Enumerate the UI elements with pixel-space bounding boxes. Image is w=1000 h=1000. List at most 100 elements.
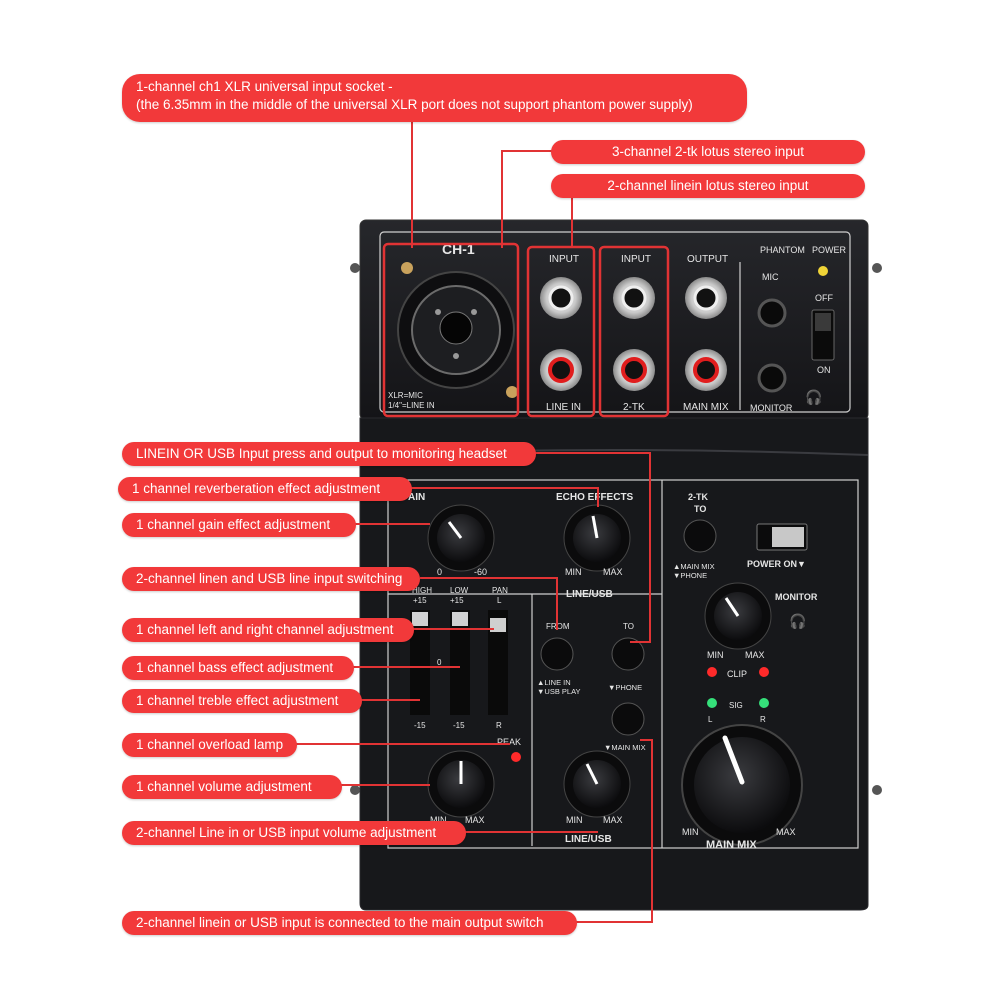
2tk-label: 2-TK: [623, 402, 645, 413]
to-button[interactable]: [611, 637, 645, 671]
low-min-label: -15: [453, 721, 465, 730]
mic-label: MIC: [762, 272, 779, 282]
callout-linein-input: 2-channel linein lotus stereo input: [551, 174, 865, 198]
ch1-volume-knob[interactable]: [427, 750, 495, 818]
callout-bass: 1 channel bass effect adjustment: [122, 656, 354, 680]
rca-2tk-white[interactable]: [613, 277, 655, 319]
callout-xlr-socket: 1-channel ch1 XLR universal input socket…: [122, 74, 747, 122]
callout-line-volume: 2-channel Line in or USB input volume ad…: [122, 821, 466, 845]
callout-treble: 1 channel treble effect adjustment: [122, 689, 362, 713]
phantom-switch[interactable]: [811, 309, 835, 361]
input-label-2: INPUT: [621, 254, 651, 265]
highlight-frame-2tk: [598, 245, 670, 418]
callout-monitor-headset: LINEIN OR USB Input press and output to …: [122, 442, 536, 466]
main-mix-knob[interactable]: [681, 724, 803, 846]
high-label: HIGH: [412, 586, 432, 595]
high-value-label: +15: [413, 596, 427, 605]
monitor-jack[interactable]: [757, 363, 787, 393]
echo-max-label: MAX: [603, 567, 623, 577]
low-value-label: +15: [450, 596, 464, 605]
callout-overload-lamp: 1 channel overload lamp: [122, 733, 297, 757]
monitor-knob-label: MONITOR: [775, 592, 818, 602]
rca-output-red[interactable]: [685, 349, 727, 391]
callout-reverb: 1 channel reverberation effect adjustmen…: [118, 477, 412, 501]
pan-label: PAN: [492, 586, 508, 595]
highlight-frame-linein: [526, 245, 596, 418]
rca-output-white[interactable]: [685, 277, 727, 319]
line-usb-header: LINE/USB: [566, 589, 613, 600]
2tk-to-button[interactable]: [683, 519, 717, 553]
mm-min-label: MIN: [682, 827, 699, 837]
mic-jack[interactable]: [757, 298, 787, 328]
pan-l-label: L: [497, 596, 502, 605]
echo-min-label: MIN: [565, 567, 582, 577]
main-mix-switch-button[interactable]: [611, 702, 645, 736]
sig-led-right: [759, 698, 769, 708]
vol-min-label: MIN: [430, 815, 447, 825]
lu-min-label: MIN: [566, 815, 583, 825]
sig-l-label: L: [708, 715, 713, 724]
from-sub-2: ▼USB PLAY: [537, 687, 581, 696]
main-mix-knob-label: MAIN MIX: [706, 839, 757, 851]
peak-led: [511, 752, 521, 762]
line-usb-volume-knob[interactable]: [563, 750, 631, 818]
sig-led-left: [707, 698, 717, 708]
rca-linein-white[interactable]: [540, 277, 582, 319]
pan-slider[interactable]: [488, 610, 508, 715]
phantom-off-label: OFF: [815, 293, 833, 303]
monitor-knob[interactable]: [704, 582, 772, 650]
2tk-to-label-1: 2-TK: [688, 492, 709, 502]
xlr-note-2: 1/4"=LINE IN: [388, 401, 435, 410]
mm-max-label: MAX: [776, 827, 796, 837]
low-label: LOW: [450, 586, 469, 595]
2tk-to-label-2: TO: [694, 504, 706, 514]
headphone-icon: 🎧: [805, 389, 822, 406]
gain-min-label: 0: [437, 567, 442, 577]
line-usb-footer: LINE/USB: [565, 834, 612, 845]
echo-effects-knob[interactable]: [563, 504, 631, 572]
clip-led-right: [759, 667, 769, 677]
to-label: TO: [623, 622, 634, 631]
mon-min-label: MIN: [707, 650, 724, 660]
gain-label: AIN: [408, 492, 425, 503]
phantom-label: PHANTOM: [760, 245, 805, 255]
clip-led-left: [707, 667, 717, 677]
high-min-label: -15: [414, 721, 426, 730]
monitor-jack-label: MONITOR: [750, 403, 793, 413]
echo-effects-label: ECHO EFFECTS: [556, 492, 634, 503]
xlr-combo-socket[interactable]: [397, 262, 518, 398]
2tk-sub-1: ▲MAIN MIX: [673, 562, 715, 571]
monitor-headphone-icon: 🎧: [789, 613, 806, 630]
rca-linein-red[interactable]: [540, 349, 582, 391]
high-eq-slider[interactable]: [410, 610, 430, 715]
main-mix-button-label: ▼MAIN MIX: [604, 743, 646, 752]
gain-knob[interactable]: [427, 504, 495, 572]
leader-lines: [296, 112, 653, 923]
power-switch[interactable]: [756, 523, 808, 551]
callout-2tk-input: 3-channel 2-tk lotus stereo input: [551, 140, 865, 164]
power-on-label: POWER ON▼: [747, 559, 806, 569]
callout-gain: 1 channel gain effect adjustment: [122, 513, 356, 537]
peak-label: PEAK: [497, 737, 521, 747]
pan-r-label: R: [496, 721, 502, 730]
input-label-1: INPUT: [549, 254, 579, 265]
phantom-power-led: [818, 266, 828, 276]
line-in-label: LINE IN: [546, 402, 581, 413]
output-label: OUTPUT: [687, 254, 728, 265]
rca-2tk-red[interactable]: [613, 349, 655, 391]
callout-xlr-line2: (the 6.35mm in the middle of the univers…: [136, 97, 693, 112]
eq-zero-label: 0: [437, 658, 442, 667]
mon-max-label: MAX: [745, 650, 765, 660]
phone-top-label: ▼PHONE: [608, 683, 642, 692]
2tk-sub-2: ▼PHONE: [673, 571, 707, 580]
xlr-note-1: XLR=MIC: [388, 391, 423, 400]
gain-max-label: -60: [474, 567, 487, 577]
callout-xlr-line1: 1-channel ch1 XLR universal input socket…: [136, 79, 393, 94]
sig-r-label: R: [760, 715, 766, 724]
low-eq-slider[interactable]: [450, 610, 470, 715]
from-button[interactable]: [540, 637, 574, 671]
rca-jacks: [540, 277, 727, 391]
power-label: POWER: [812, 245, 847, 255]
